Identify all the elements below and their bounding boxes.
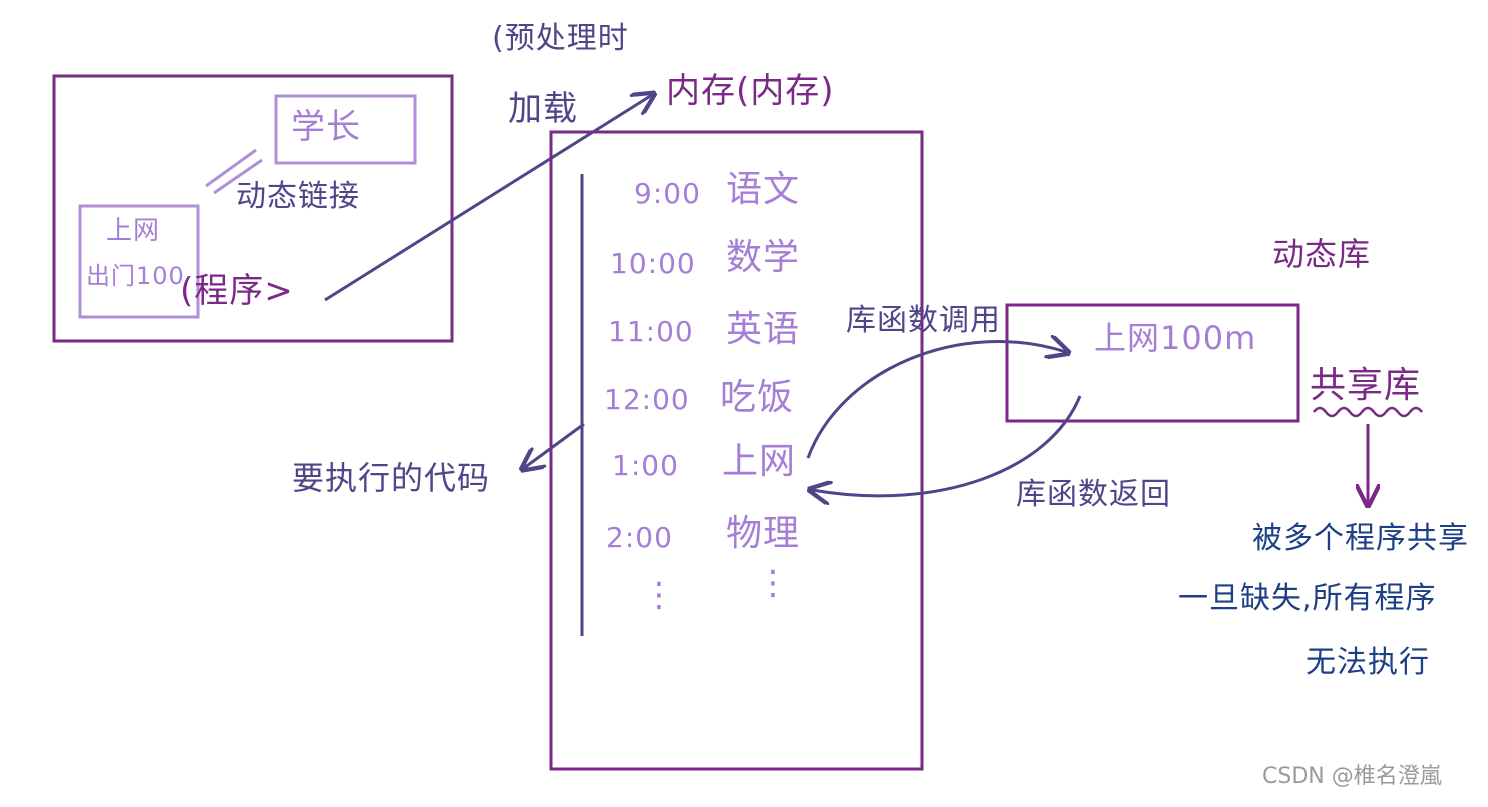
func-call-label: 库函数调用 (846, 303, 1001, 338)
study-box (274, 94, 417, 165)
schedule-time-3: 12:00 (604, 383, 690, 416)
memory-label: 内存(内存) (666, 71, 835, 111)
schedule-task-1: 数学 (726, 237, 801, 278)
schedule-ellipsis-time: ⋮ (642, 575, 677, 615)
program-label: (程序> (180, 271, 294, 311)
dynamic-link-label: 动态链接 (236, 179, 360, 214)
dynamic-lib-label: 动态库 (1272, 235, 1372, 273)
schedule-time-1: 10:00 (610, 247, 696, 280)
program-box (52, 74, 454, 343)
execute-arrow (524, 422, 585, 468)
execute-code-label: 要执行的代码 (292, 459, 491, 497)
shared-note-0: 被多个程序共享 (1252, 521, 1469, 556)
schedule-ellipsis-task: ⋮ (756, 563, 791, 603)
shared-note-2: 无法执行 (1306, 645, 1430, 680)
schedule-task-5: 物理 (726, 513, 801, 554)
return-arrow (812, 395, 1082, 496)
library-box (1005, 303, 1300, 423)
internet-label: 上网 (106, 216, 161, 246)
shared-lib-underline (1313, 406, 1423, 418)
shared-note-1: 一旦缺失,所有程序 (1178, 581, 1437, 616)
lib-box-text: 上网100m (1094, 319, 1257, 357)
internet-box (78, 204, 200, 319)
study-label: 学长 (291, 107, 361, 147)
dynamic-link-line-2 (213, 158, 263, 195)
preprocess-label: (预处理时 (492, 21, 629, 56)
dynamic-link-line-1 (205, 148, 257, 188)
memory-box (549, 130, 924, 771)
schedule-task-0: 语文 (726, 169, 801, 210)
schedule-time-5: 2:00 (606, 521, 673, 554)
schedule-task-4: 上网 (722, 441, 797, 482)
watermark: CSDN @椎名澄嵐 (1262, 764, 1442, 789)
load-arrow (324, 95, 652, 302)
schedule-time-4: 1:00 (612, 449, 679, 482)
schedule-task-2: 英语 (726, 309, 801, 350)
schedule-time-2: 11:00 (608, 315, 694, 348)
load-label: 加载 (508, 89, 578, 129)
schedule-task-3: 吃饭 (720, 377, 795, 418)
shared-lib-label: 共享库 (1310, 365, 1422, 406)
func-return-label: 库函数返回 (1016, 477, 1171, 512)
call-arrow (806, 341, 1066, 459)
outing-label: 出门100 (86, 262, 185, 290)
schedule-time-0: 9:00 (634, 177, 701, 210)
